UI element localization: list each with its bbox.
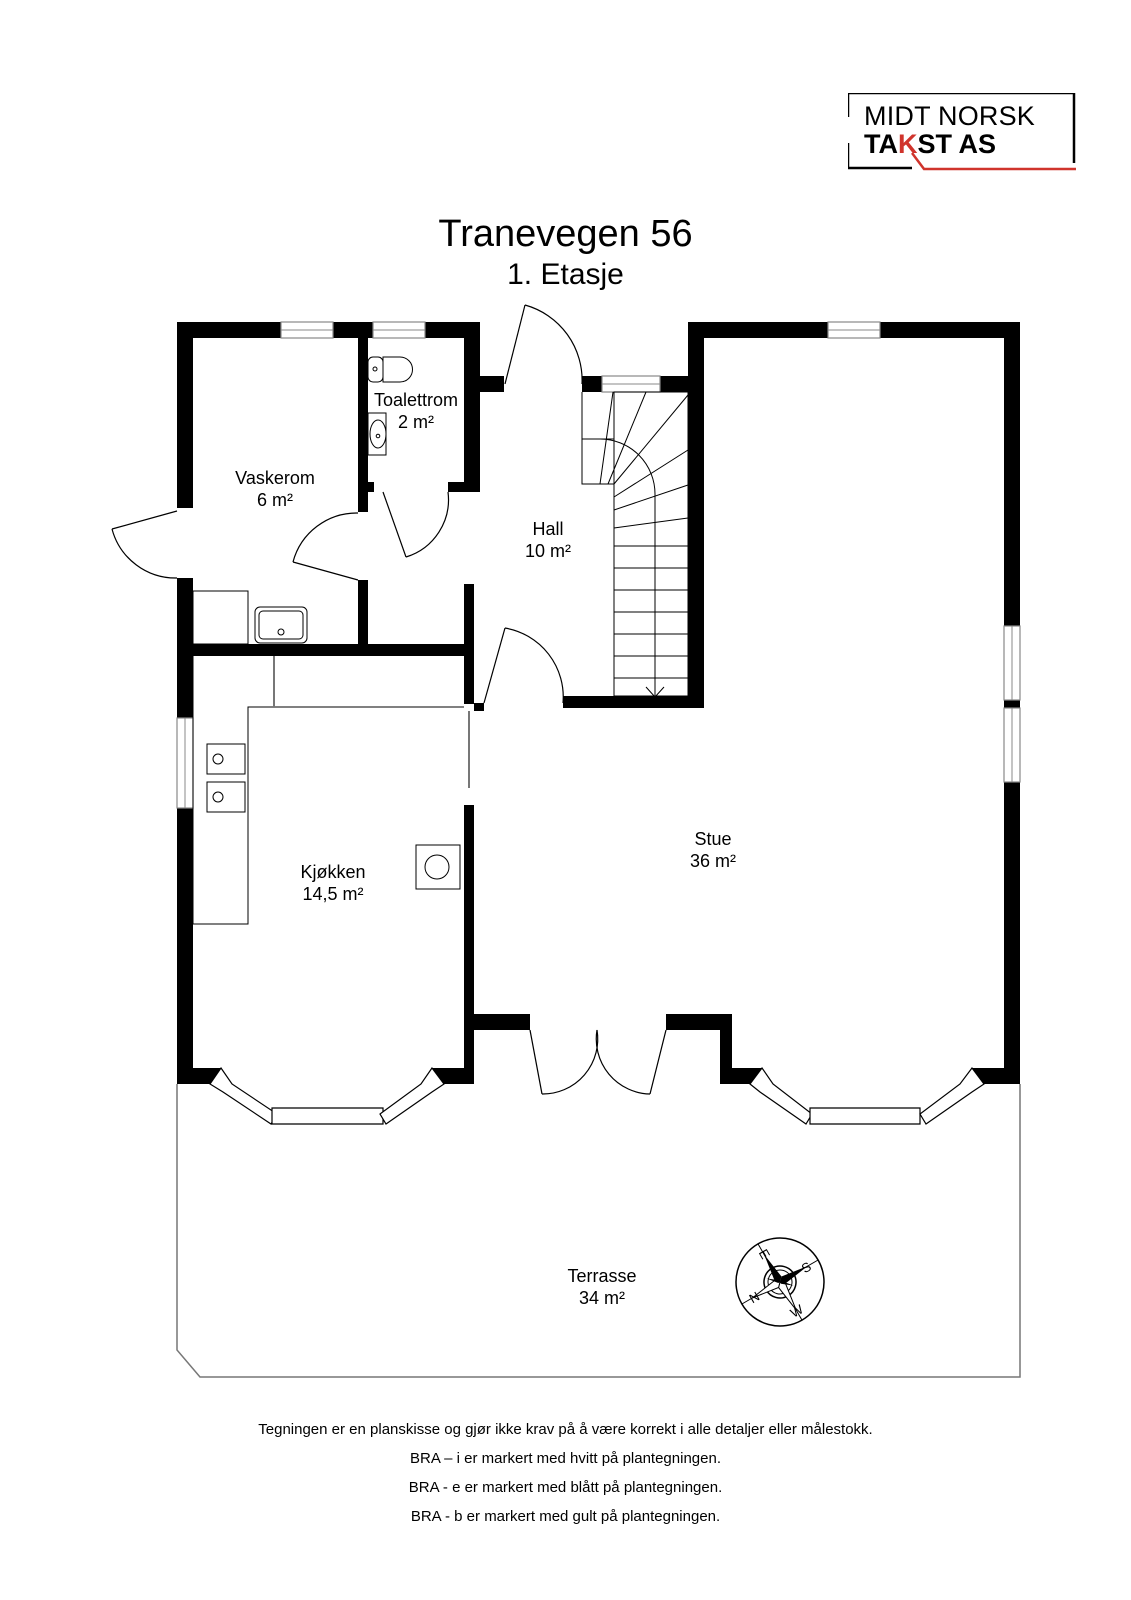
- note-bra-e: BRA - e er markert med blått på plantegn…: [408, 1479, 723, 1496]
- note-bra-i: BRA – i er markert med hvitt på plantegn…: [409, 1450, 721, 1467]
- floor-subtitle: 1. Etasje: [507, 258, 624, 291]
- room-area: 10 m²: [524, 541, 572, 561]
- room-name: Hall: [532, 519, 564, 539]
- page-title: Tranevegen 56: [438, 213, 693, 255]
- svg-text:E: E: [756, 1247, 773, 1262]
- svg-text:W: W: [788, 1301, 807, 1320]
- svg-text:S: S: [799, 1259, 814, 1276]
- compass-rose-icon: E S N W: [735, 1237, 825, 1327]
- company-logo: MIDT NORSK TAKST AS: [848, 93, 1076, 175]
- room-name: Vaskerom: [235, 468, 315, 488]
- room-area: 34 m²: [578, 1288, 625, 1308]
- room-kjokken: Kjøkken 14,5 m²: [300, 861, 365, 905]
- room-area: 14,5 m²: [302, 884, 364, 904]
- room-name: Terrasse: [567, 1266, 637, 1286]
- svg-text:N: N: [746, 1289, 762, 1307]
- room-area: 36 m²: [689, 851, 737, 871]
- room-toalettrom: Toalettrom 2 m²: [374, 389, 458, 433]
- room-area: 6 m²: [256, 490, 293, 510]
- room-name: Kjøkken: [300, 862, 366, 882]
- note-bra-b: BRA - b er markert med gult på plantegni…: [410, 1508, 721, 1525]
- note-disclaimer: Tegningen er en planskisse og gjør ikke …: [258, 1421, 873, 1438]
- room-vaskerom: Vaskerom 6 m²: [235, 467, 315, 511]
- room-area: 2 m²: [397, 412, 434, 432]
- disclaimer-notes: Tegningen er en planskisse og gjør ikke …: [0, 1415, 1131, 1531]
- room-hall: Hall 10 m²: [525, 518, 571, 562]
- logo-frame: [848, 93, 1076, 171]
- room-name: Stue: [694, 829, 732, 849]
- room-terrasse: Terrasse 34 m²: [567, 1265, 636, 1309]
- logo-text-line1: MIDT NORSK: [864, 101, 1036, 131]
- room-name: Toalettrom: [373, 390, 459, 410]
- logo-text-line2: TAKST AS: [864, 129, 997, 159]
- room-stue: Stue 36 m²: [690, 828, 736, 872]
